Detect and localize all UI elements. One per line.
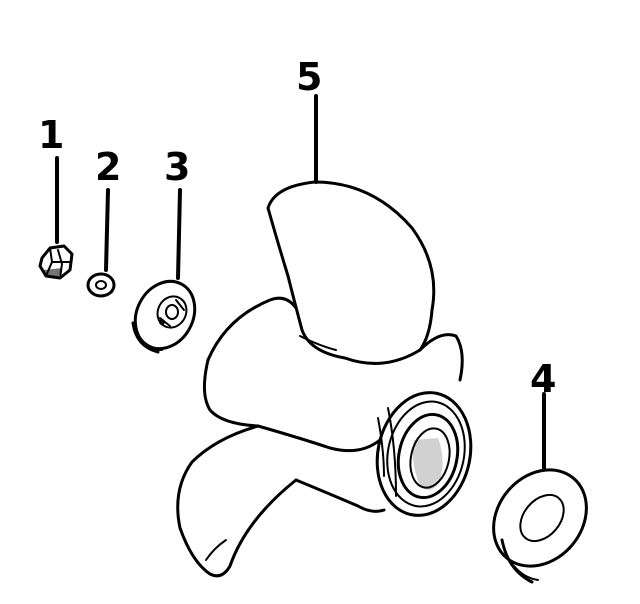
- callout-5: 5: [296, 55, 322, 99]
- part-3-spacer: [131, 279, 197, 354]
- callout-1: 1: [38, 113, 64, 157]
- part-4-washer: [492, 468, 588, 584]
- leader-line-2: [104, 188, 110, 272]
- callout-3: 3: [164, 145, 190, 189]
- callout-4: 4: [530, 357, 556, 401]
- leader-line-3: [176, 188, 182, 280]
- callout-2: 2: [95, 145, 121, 189]
- part-2-washer: [86, 272, 116, 298]
- part-1-nut: [38, 244, 74, 280]
- part-5-propeller: [176, 180, 473, 578]
